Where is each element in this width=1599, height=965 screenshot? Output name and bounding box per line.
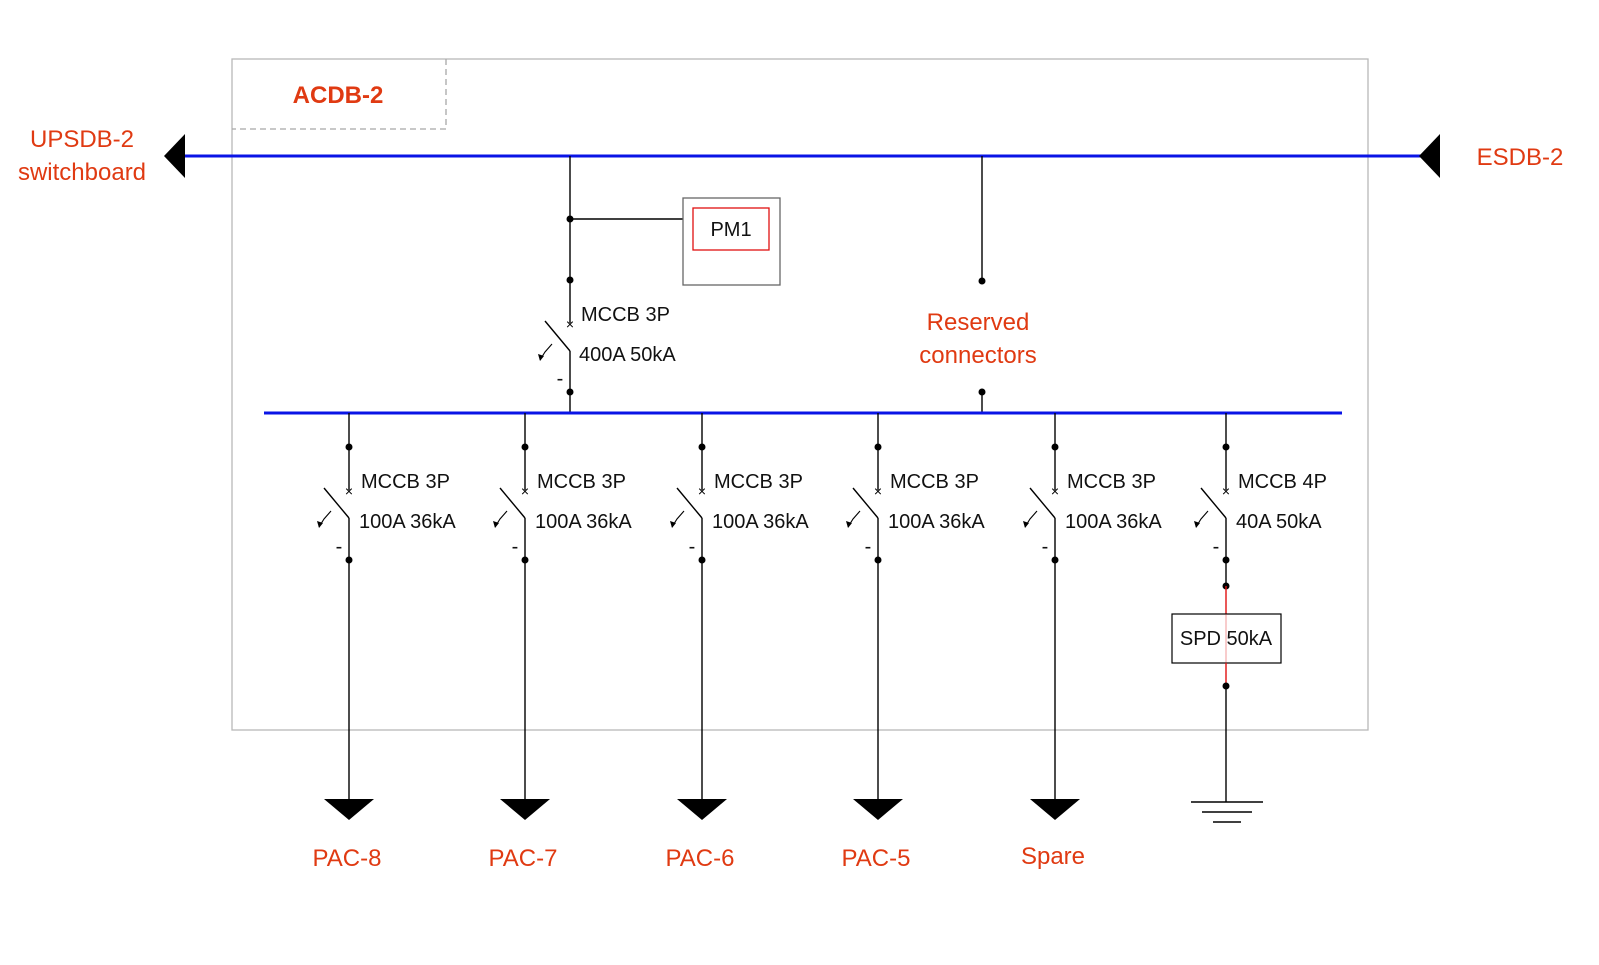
board-title: ACDB-2: [293, 82, 384, 109]
reserved-bottom-dot: [978, 388, 986, 396]
feeder-3-bottom-dot: [698, 556, 706, 564]
spd-box: [1171, 613, 1282, 664]
feeder-2-load-arrow: [500, 799, 550, 820]
feeder-3-cross-icon: ×: [698, 483, 706, 499]
left-source-arrow: [164, 134, 185, 178]
feeder-2-cross-icon: ×: [521, 483, 529, 499]
meter-tap-dot: [566, 215, 574, 223]
feeder-4-trip-arrow: [846, 521, 852, 528]
feeder-1-load-label: PAC-8: [313, 845, 382, 872]
main-breaker-type: MCCB 3P: [581, 304, 670, 326]
reserved-top-dot: [978, 277, 986, 285]
feeder-3-top-dot: [698, 443, 706, 451]
surge-breaker-cross-icon: ×: [1222, 483, 1230, 499]
surge-breaker-blade: [1200, 487, 1227, 519]
feeder-5-load-arrow: [1030, 799, 1080, 820]
main-incomer: × - MCCB 3P 400A 50kA: [538, 156, 683, 413]
power-meter-box: [682, 197, 781, 286]
main-breaker-bottom-dot: [566, 388, 574, 396]
feeder-1-breaker-rating: 100A 36kA: [359, 511, 456, 533]
feeder-2-trip-arrow: [493, 521, 499, 528]
feeder-4-load-label: PAC-5: [842, 845, 911, 872]
feeder-1-top-dot: [345, 443, 353, 451]
main-breaker-blade: [544, 320, 571, 352]
feeder-4-breaker-type: MCCB 3P: [890, 471, 979, 493]
feeder-3-trip-arrow: [670, 521, 676, 528]
surge-breaker-top-dot: [1222, 443, 1230, 451]
main-breaker-rating: 400A 50kA: [579, 344, 676, 366]
surge-feeder: × - SPD 50kA MCCB 4P 40A 50kA: [1171, 413, 1327, 823]
feeder-2-load-label: PAC-7: [489, 845, 558, 872]
feeder-1-breaker-blade: [323, 487, 350, 519]
reserved-label-line2: connectors: [919, 342, 1036, 369]
left-source-label-line1: UPSDB-2: [30, 126, 134, 153]
feeder-2-bottom-dot: [521, 556, 529, 564]
feeder-5-bottom-dot: [1051, 556, 1059, 564]
right-source-arrow: [1419, 134, 1440, 178]
main-breaker-trip-arrow: [538, 354, 544, 361]
feeder-5-breaker-blade: [1029, 487, 1056, 519]
feeder-4-top-dot: [874, 443, 882, 451]
feeder-1-trip-arrow: [317, 521, 323, 528]
enclosure-box: [231, 58, 1369, 731]
feeder-3-dash: -: [689, 536, 696, 558]
feeder-2-breaker-rating: 100A 36kA: [535, 511, 632, 533]
feeder-3-load-label: PAC-6: [666, 845, 735, 872]
feeder-1-bottom-dot: [345, 556, 353, 564]
feeder-1-dash: -: [336, 536, 343, 558]
feeder-1-load-arrow: [324, 799, 374, 820]
left-source-label-line2: switchboard: [18, 159, 146, 186]
feeder-3-breaker-blade: [676, 487, 703, 519]
feeder-5-load-label: Spare: [1021, 843, 1085, 870]
feeder-2-dash: -: [512, 536, 519, 558]
feeder-group: × - MCCB 3P 100A 36kA PAC-8 × - MCCB 3P 100A 36k…: [313, 413, 1162, 872]
feeder-4-breaker-blade: [852, 487, 879, 519]
feeder-5-top-dot: [1051, 443, 1059, 451]
spd-label: SPD 50kA: [1180, 628, 1273, 650]
feeder-5-dash: -: [1042, 536, 1049, 558]
feeder-5-trip-arrow: [1023, 521, 1029, 528]
surge-breaker-bottom-dot: [1222, 556, 1230, 564]
main-breaker-cross-icon: ×: [566, 316, 574, 332]
surge-breaker-trip-arrow: [1194, 521, 1200, 528]
feeder-5-breaker-rating: 100A 36kA: [1065, 511, 1162, 533]
reserved-connectors: Reserved connectors: [919, 156, 1037, 413]
feeder-3-load-arrow: [677, 799, 727, 820]
feeder-1-breaker-type: MCCB 3P: [361, 471, 450, 493]
feeder-4-bottom-dot: [874, 556, 882, 564]
feeder-3-breaker-rating: 100A 36kA: [712, 511, 809, 533]
surge-breaker-type: MCCB 4P: [1238, 471, 1327, 493]
feeder-2-top-dot: [521, 443, 529, 451]
feeder-4-dash: -: [865, 536, 872, 558]
feeder-2-breaker-blade: [499, 487, 526, 519]
power-meter-label: PM1: [710, 219, 751, 241]
feeder-4-load-arrow: [853, 799, 903, 820]
feeder-1-cross-icon: ×: [345, 483, 353, 499]
right-source-label: ESDB-2: [1477, 144, 1564, 171]
feeder-5-breaker-type: MCCB 3P: [1067, 471, 1156, 493]
power-meter-inner-box: [692, 207, 770, 251]
feeder-2-breaker-type: MCCB 3P: [537, 471, 626, 493]
feeder-5-cross-icon: ×: [1051, 483, 1059, 499]
feeder-4-breaker-rating: 100A 36kA: [888, 511, 985, 533]
feeder-4-cross-icon: ×: [874, 483, 882, 499]
board-title-box: [232, 59, 447, 130]
reserved-label-line1: Reserved: [927, 309, 1030, 336]
surge-breaker-rating: 40A 50kA: [1236, 511, 1322, 533]
feeder-3-breaker-type: MCCB 3P: [714, 471, 803, 493]
surge-breaker-dash: -: [1213, 536, 1220, 558]
main-breaker-dash: -: [557, 368, 564, 390]
